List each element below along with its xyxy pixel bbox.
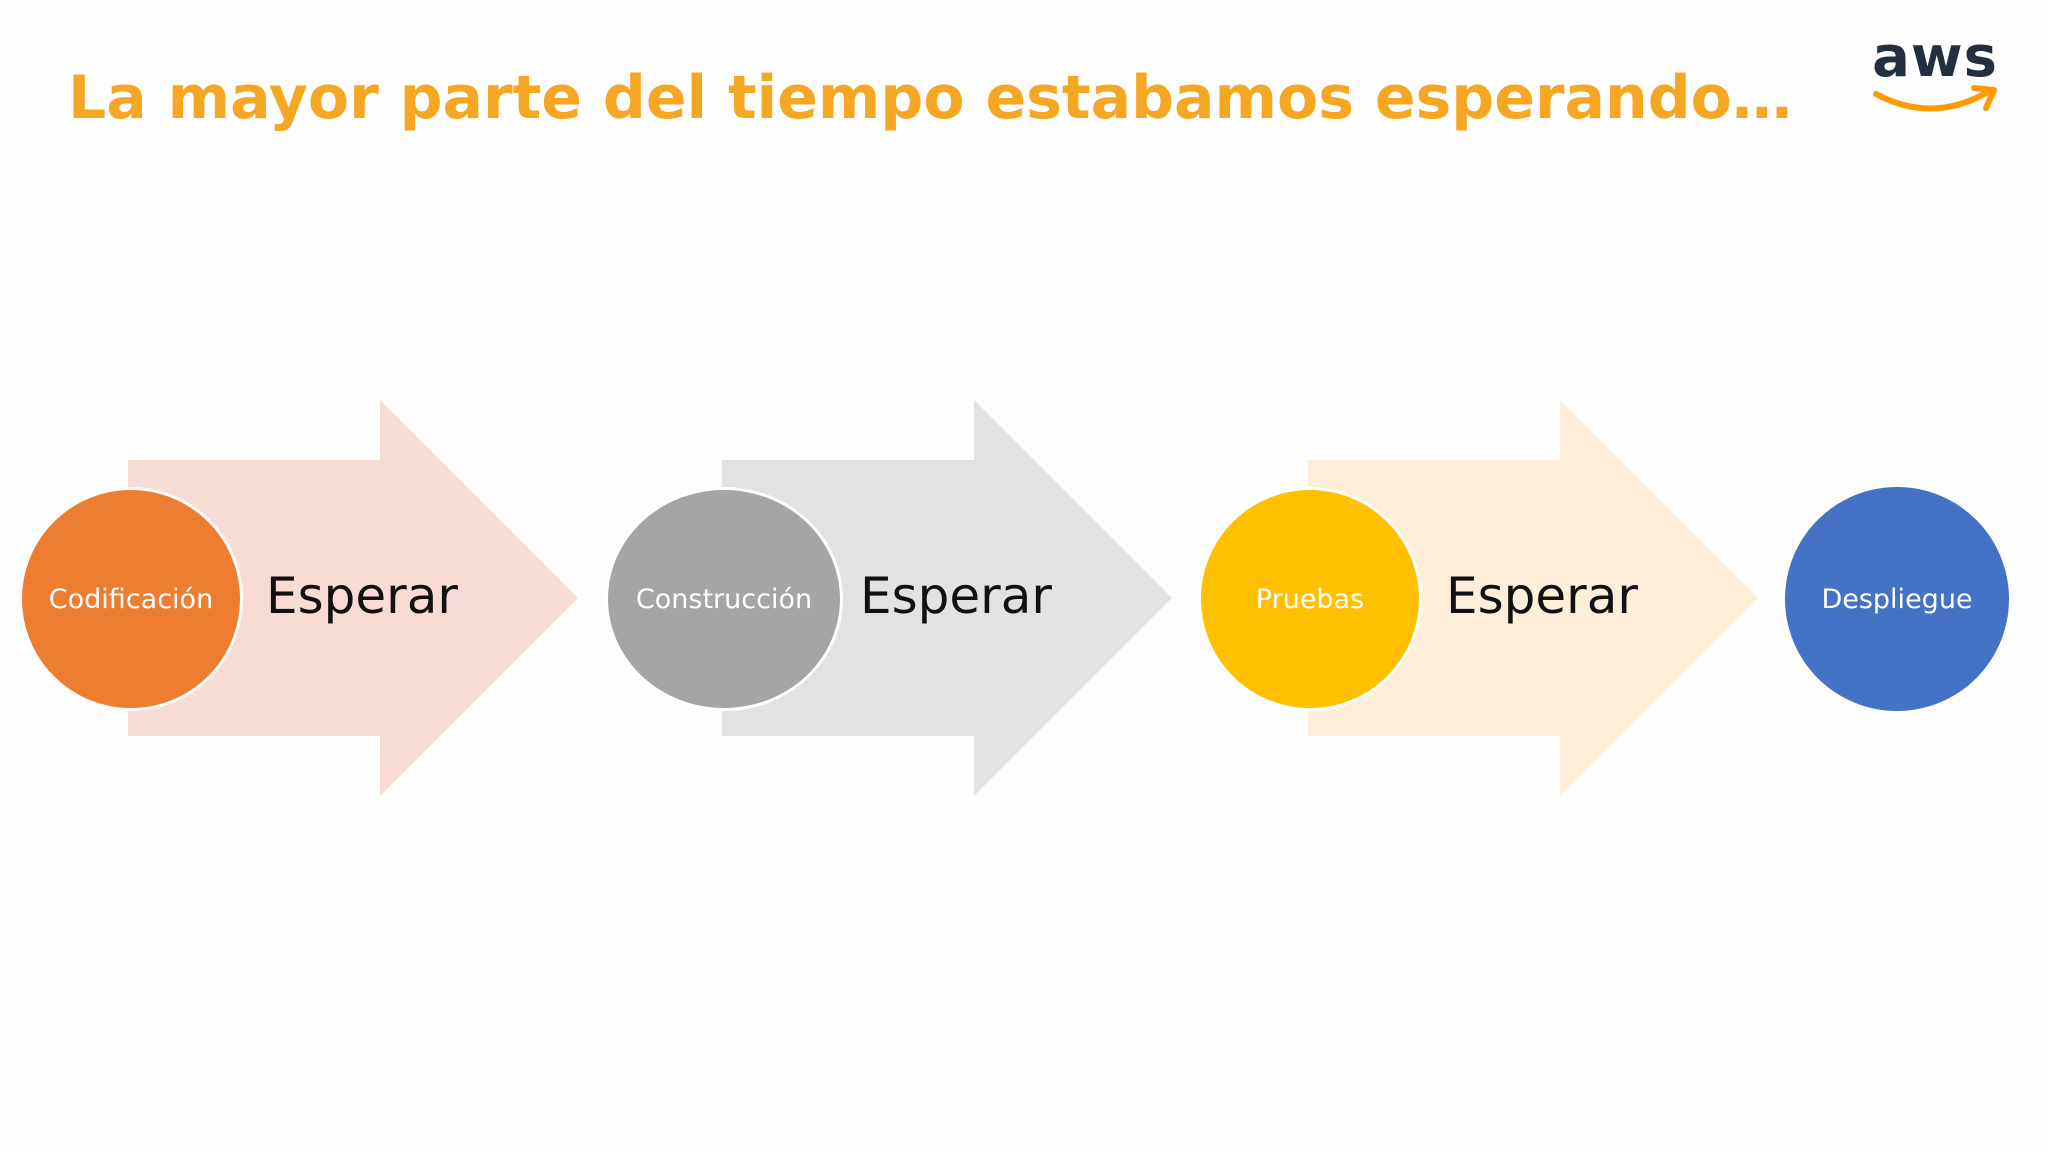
wait-arrow-1-label: Esperar — [266, 567, 458, 625]
aws-smile-icon — [1873, 85, 1997, 112]
wait-arrow-3 — [1308, 400, 1758, 796]
stage-despliegue-label: Despliegue — [1821, 583, 1973, 615]
stage-codificacion: Codificación — [19, 487, 243, 711]
stage-pruebas: Pruebas — [1198, 487, 1422, 711]
stage-pruebas-label: Pruebas — [1255, 583, 1365, 615]
aws-logo-text: aws — [1872, 25, 1998, 90]
stage-construccion-label: Construcción — [635, 583, 813, 615]
slide-title: La mayor parte del tiempo estabamos espe… — [68, 63, 1792, 133]
wait-arrow-2-label: Esperar — [860, 567, 1052, 625]
wait-arrow-1 — [128, 400, 578, 796]
stage-construccion: Construcción — [605, 487, 843, 711]
stage-despliegue: Despliegue — [1785, 487, 2009, 711]
stage-codificacion-label: Codificación — [48, 583, 214, 615]
wait-arrow-2 — [722, 400, 1172, 796]
aws-logo: aws — [1870, 28, 2000, 120]
wait-arrow-3-label: Esperar — [1446, 567, 1638, 625]
